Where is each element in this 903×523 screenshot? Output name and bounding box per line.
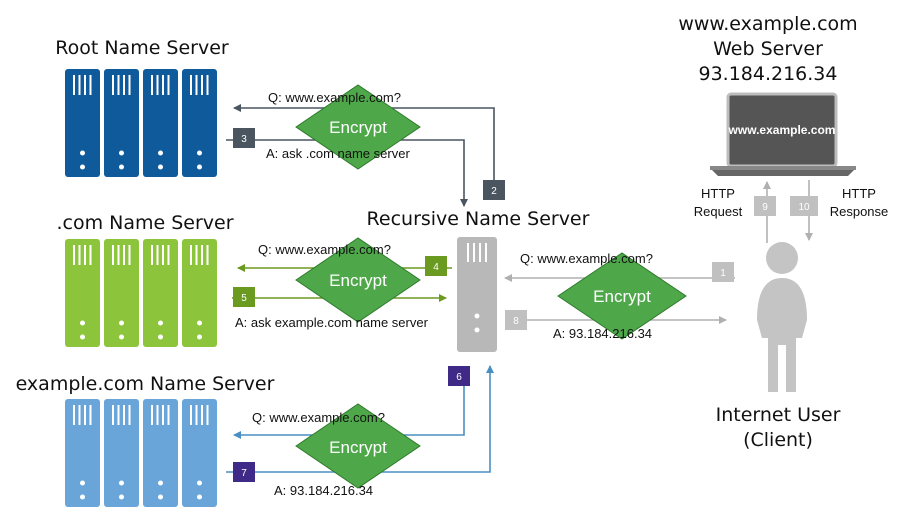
- server-unit: [143, 399, 178, 507]
- svg-text:9: 9: [762, 202, 768, 213]
- arrow-root-answer: [226, 139, 468, 207]
- svg-text:7: 7: [241, 468, 247, 479]
- server-unit: [104, 239, 139, 347]
- svg-text:10: 10: [798, 202, 810, 213]
- arrow-example-query: [233, 370, 465, 439]
- com-server-rack-icon: [65, 239, 217, 347]
- server-unit: [65, 399, 100, 507]
- root-server-title: Root Name Server: [55, 37, 229, 59]
- root-query-text: Q: www.example.com?: [268, 90, 401, 105]
- step-badge-1: 1: [712, 262, 734, 282]
- client-query-text: Q: www.example.com?: [520, 251, 653, 266]
- svg-text:3: 3: [241, 134, 247, 145]
- root-answer-text: A: ask .com name server: [266, 146, 410, 161]
- svg-text:4: 4: [433, 262, 439, 273]
- arrow-example-answer: [226, 365, 494, 473]
- encrypt-diamond-com: Encrypt: [295, 237, 421, 323]
- step-badge-8: 8: [505, 310, 527, 330]
- step-badge-4: 4: [425, 256, 447, 276]
- svg-text:2: 2: [491, 186, 497, 197]
- step-badge-9: 9: [754, 196, 776, 216]
- recursive-server-title: Recursive Name Server: [367, 208, 590, 230]
- user-sublabel: (Client): [743, 429, 813, 451]
- step-badge-5: 5: [233, 287, 255, 307]
- encrypt-label: Encrypt: [593, 287, 651, 306]
- encrypt-diamond-client: Encrypt: [557, 252, 687, 340]
- root-server-rack-icon: [65, 69, 217, 177]
- server-unit: [143, 239, 178, 347]
- svg-text:6: 6: [456, 372, 462, 383]
- svg-text:1: 1: [720, 268, 726, 279]
- encrypt-diamond-root: Encrypt: [295, 84, 421, 170]
- server-unit: [182, 239, 217, 347]
- step-badge-10: 10: [790, 196, 818, 216]
- web-server-ip: 93.184.216.34: [698, 63, 837, 85]
- encrypt-label: Encrypt: [329, 271, 387, 290]
- server-unit: [65, 69, 100, 177]
- server-unit: [143, 69, 178, 177]
- step-badge-3: 3: [233, 128, 255, 148]
- http-request-label-1: HTTP: [701, 186, 735, 201]
- laptop-icon: www.example.com: [710, 92, 856, 176]
- example-server-rack-icon: [65, 399, 217, 507]
- server-unit: [182, 399, 217, 507]
- user-person-icon: [757, 242, 807, 392]
- server-unit: [182, 69, 217, 177]
- arrow-root-query: [233, 104, 495, 180]
- com-answer-text: A: ask example.com name server: [235, 315, 429, 330]
- server-unit: [104, 69, 139, 177]
- step-badge-2: 2: [483, 180, 505, 200]
- step-badge-6: 6: [448, 366, 470, 386]
- example-answer-text: A: 93.184.216.34: [274, 483, 373, 498]
- com-server-title: .com Name Server: [56, 212, 233, 234]
- recursive-server-icon: [457, 237, 497, 352]
- encrypt-label: Encrypt: [329, 118, 387, 137]
- svg-text:5: 5: [241, 293, 247, 304]
- http-response-label-2: Response: [830, 204, 889, 219]
- example-query-text: Q: www.example.com?: [252, 410, 385, 425]
- svg-text:8: 8: [513, 316, 519, 327]
- client-answer-text: A: 93.184.216.34: [553, 326, 652, 341]
- step-badge-7: 7: [233, 462, 255, 482]
- http-request-label-2: Request: [694, 204, 743, 219]
- user-label: Internet User: [716, 404, 841, 426]
- laptop-screen-text: www.example.com: [728, 123, 836, 137]
- http-response-label-1: HTTP: [842, 186, 876, 201]
- web-server-domain: www.example.com: [678, 13, 857, 35]
- server-unit: [104, 399, 139, 507]
- com-query-text: Q: www.example.com?: [258, 242, 391, 257]
- server-unit: [65, 239, 100, 347]
- example-server-title: example.com Name Server: [16, 373, 275, 395]
- encrypt-diamond-example: Encrypt: [295, 403, 421, 489]
- encrypt-label: Encrypt: [329, 438, 387, 457]
- web-server-label: Web Server: [713, 38, 823, 60]
